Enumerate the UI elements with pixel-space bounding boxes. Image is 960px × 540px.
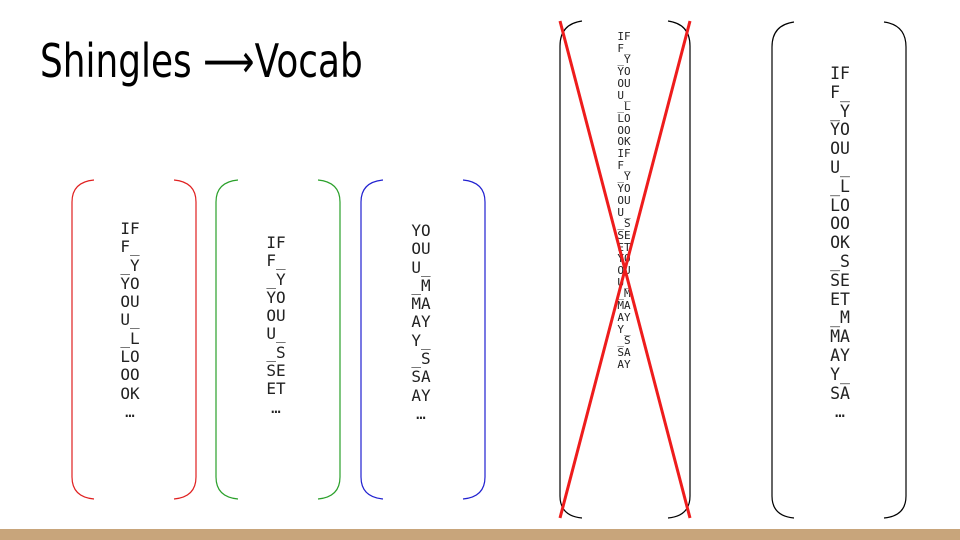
shingle-item: SA <box>830 383 850 403</box>
left-bracket <box>771 21 795 519</box>
shingle-item: _L <box>830 176 850 196</box>
shingle-item: SE <box>266 361 286 381</box>
right-bracket <box>667 20 691 519</box>
right-bracket <box>462 179 486 500</box>
shingle-item: YO <box>830 120 850 140</box>
shingle-item: OU <box>830 139 850 159</box>
shingle-item: SA <box>411 367 431 387</box>
shingle-item: AY <box>411 385 431 405</box>
left-bracket <box>559 20 583 519</box>
left-bracket <box>71 179 95 500</box>
shingle-item: AY <box>830 345 850 365</box>
shingle-item: _Y <box>830 101 850 121</box>
left-bracket <box>360 179 384 500</box>
shingle-item: … <box>125 401 135 421</box>
shingle-item: IF <box>830 64 850 83</box>
shingle-item: LO <box>120 347 140 367</box>
shingle-item: Y_ <box>617 322 631 336</box>
shingle-item: AY <box>617 310 631 324</box>
shingle-item: OU <box>411 239 431 259</box>
shingle-item: U_ <box>120 310 140 330</box>
shingle-item: IF <box>266 233 286 252</box>
shingle-item: … <box>416 403 426 423</box>
shingle-item: OO <box>120 365 140 385</box>
shingle-item: MA <box>411 294 431 314</box>
shingle-item: _L <box>120 328 140 348</box>
shingle-item: ET <box>617 240 631 254</box>
shingle-item: YO <box>617 65 631 79</box>
shingle-item: OK <box>120 383 140 403</box>
shingle-item: OK <box>830 233 850 253</box>
shingle-item: _S <box>411 349 431 369</box>
shingle-item: YO <box>617 252 631 266</box>
shingle-item: MA <box>830 327 850 347</box>
shingle-item: F_ <box>266 251 286 271</box>
shingle-item: _Y <box>617 53 631 67</box>
shingle-item: F_ <box>120 237 140 257</box>
shingle-item: _M <box>830 308 850 328</box>
shingle-item: OO <box>617 123 631 137</box>
shingle-item: _Y <box>120 255 140 275</box>
shingle-item: _L <box>617 100 631 114</box>
shingle-item: … <box>835 402 845 422</box>
shingle-item: MA <box>617 299 631 313</box>
shingle-item: IF <box>120 219 140 238</box>
shingle-item: _S <box>617 217 631 231</box>
shingle-item: U_ <box>266 324 286 344</box>
shingle-item: U_ <box>617 88 631 102</box>
shingle-item: OU <box>617 76 631 90</box>
footer-bar <box>0 529 960 540</box>
shingle-item: SE <box>617 228 631 242</box>
shingle-item: ET <box>266 379 286 399</box>
shingle-item: AY <box>411 312 431 332</box>
shingle-item: _M <box>411 275 431 295</box>
shingle-item: U_ <box>411 257 431 277</box>
shingle-item: _Y <box>266 269 286 289</box>
shingle-item: F_ <box>617 41 631 55</box>
cross-line <box>558 20 692 519</box>
shingle-item: Y_ <box>830 364 850 384</box>
shingle-item: AY <box>617 357 631 371</box>
shingle-item: SA <box>617 345 631 359</box>
shingle-item: OU <box>120 292 140 312</box>
shingle-item: _S <box>617 334 631 348</box>
shingle-item: U_ <box>617 205 631 219</box>
shingle-item: SE <box>830 270 850 290</box>
right-bracket <box>173 179 197 500</box>
shingle-item: YO <box>120 273 140 293</box>
shingle-item: LO <box>617 111 631 125</box>
shingle-item: IF <box>617 147 631 161</box>
shingle-item: OK <box>617 135 631 149</box>
left-bracket <box>215 179 239 500</box>
shingle-item: … <box>271 397 281 417</box>
shingle-item: IF <box>617 30 631 43</box>
shingle-item: OU <box>617 193 631 207</box>
shingle-item: U_ <box>617 275 631 289</box>
right-bracket <box>317 179 341 500</box>
shingle-item: U_ <box>830 157 850 177</box>
shingle-item: LO <box>830 195 850 215</box>
shingle-item: YO <box>411 221 431 240</box>
shingle-item: _M <box>617 287 631 301</box>
shingle-item: YO <box>266 287 286 307</box>
right-bracket <box>883 21 907 519</box>
shingle-item: _S <box>266 342 286 362</box>
shingle-item: OU <box>266 306 286 326</box>
shingle-item: ET <box>830 289 850 309</box>
slide-title: Shingles ⟶Vocab <box>40 34 363 88</box>
shingle-item: F_ <box>617 158 631 172</box>
shingle-item: YO <box>617 182 631 196</box>
shingle-item: _S <box>830 251 850 271</box>
shingle-item: Y_ <box>411 330 431 350</box>
shingle-item: _Y <box>617 170 631 184</box>
shingle-item: F_ <box>830 82 850 102</box>
shingle-item: OO <box>830 214 850 234</box>
